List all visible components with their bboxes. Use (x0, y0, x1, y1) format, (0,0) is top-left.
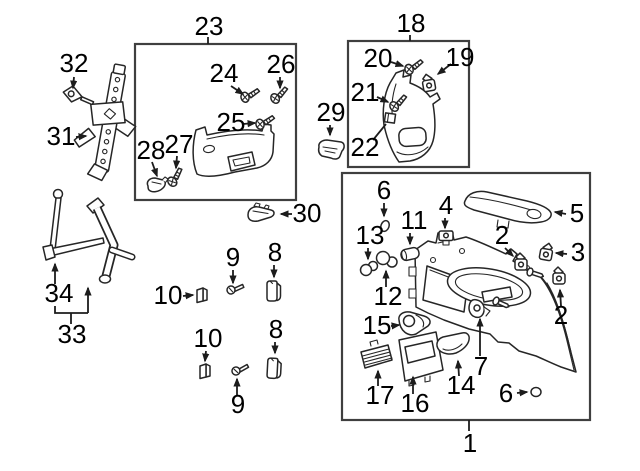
callout-6a: 6 (377, 175, 391, 205)
part-2-clip-illustration (514, 252, 528, 271)
callout-4: 4 (439, 190, 453, 220)
callout-20: 20 (364, 43, 393, 73)
arrow-2a (504, 247, 515, 258)
part-2-clip-illustration (552, 266, 566, 285)
group-box-18 (346, 39, 471, 169)
callout-5: 5 (570, 198, 584, 228)
part-10-clip-illustration (196, 287, 208, 304)
part-19-clip-illustration (420, 72, 437, 93)
callout-30: 30 (293, 198, 322, 228)
callout-3: 3 (571, 237, 585, 267)
part-15-bezel-illustration (398, 311, 431, 336)
callout-2a: 2 (495, 220, 509, 250)
part-33-extension-handle-illustration (86, 197, 136, 284)
arrow-31 (75, 133, 88, 141)
part-5-armrest-illustration (463, 190, 552, 229)
callout-25: 25 (217, 107, 246, 137)
callout-18: 18 (397, 8, 426, 38)
callout-6b: 6 (499, 378, 513, 408)
part-6-plug-illustration (530, 386, 542, 398)
part-12-grommet-illustration (375, 250, 398, 268)
callout-19: 19 (446, 42, 475, 72)
arrow-6b (516, 389, 529, 397)
part-34-jack-handle-illustration (42, 188, 105, 261)
part-24-screw-illustration (239, 87, 263, 104)
callout-10a: 10 (154, 280, 183, 310)
group-box-23 (133, 42, 298, 202)
callout-32: 32 (60, 48, 89, 78)
bracket-33 (54, 306, 88, 324)
callout-9a: 9 (226, 242, 240, 272)
part-14-lid-illustration (436, 332, 470, 355)
part-8-striker-illustration (266, 280, 282, 302)
callout-13: 13 (356, 220, 385, 250)
callout-9b: 9 (231, 389, 245, 419)
callout-34: 34 (45, 278, 74, 308)
callout-26: 26 (267, 49, 296, 79)
part-28-cap-illustration (146, 176, 169, 193)
arrow-20 (390, 60, 405, 68)
part-10-clip-illustration (199, 363, 211, 380)
callout-1: 1 (463, 428, 477, 458)
part-26-screw-illustration (268, 85, 292, 106)
callout-8a: 8 (268, 237, 282, 267)
callout-14: 14 (447, 370, 476, 400)
callout-7: 7 (474, 351, 488, 381)
callout-24: 24 (210, 58, 239, 88)
arrow-25 (242, 120, 257, 128)
group-box-1 (340, 171, 592, 422)
callout-15: 15 (363, 310, 392, 340)
arrow-10a (182, 292, 195, 300)
arrow-28 (151, 161, 158, 178)
arrow-2b (556, 288, 565, 307)
callout-33: 33 (58, 319, 87, 349)
part-32-wing-bolt-illustration (62, 85, 95, 106)
part-27-screw-illustration (165, 166, 188, 189)
arrow-19 (436, 63, 452, 75)
arrow-21 (376, 95, 390, 103)
part-11-clip-illustration (400, 246, 420, 262)
callout-17: 17 (366, 380, 395, 410)
arrow-24 (230, 85, 245, 95)
part-3-clip-illustration (538, 241, 555, 262)
callout-12: 12 (374, 281, 403, 311)
callout-10b: 10 (194, 323, 223, 353)
callout-22: 22 (351, 132, 380, 162)
part-22-clip-illustration (383, 112, 397, 124)
part-17-vent-grille-illustration (360, 339, 393, 369)
callout-28: 28 (137, 135, 166, 165)
callout-21: 21 (351, 77, 380, 107)
callout-29: 29 (317, 97, 346, 127)
arrow-15 (390, 322, 401, 330)
part-8-striker-illustration (266, 357, 283, 380)
callout-16: 16 (401, 388, 430, 418)
callout-23: 23 (195, 11, 224, 41)
part-9-screw-illustration (225, 283, 246, 296)
arrow-27 (173, 155, 181, 170)
callout-labels: 23 18 1 32 31 24 26 25 28 27 30 20 19 21… (45, 8, 586, 458)
part-9-screw-illustration (230, 363, 251, 377)
callout-2b: 2 (554, 300, 568, 330)
arrow-3 (554, 250, 568, 258)
arrow-14 (454, 359, 463, 377)
part-16-speaker-panel-illustration (398, 331, 444, 387)
part-29-bezel-illustration (317, 139, 345, 160)
callout-27: 27 (165, 129, 194, 159)
arrow-32 (70, 76, 78, 90)
callout-8b: 8 (269, 314, 283, 344)
part-7-latch-illustration (468, 298, 491, 319)
part-4-nut-illustration (438, 230, 454, 246)
part-20-screw-illustration (402, 58, 427, 77)
part-23-trim-panel-illustration (192, 123, 275, 177)
arrow-5 (553, 209, 567, 217)
leader-22 (372, 123, 387, 141)
leader-arrows (51, 35, 568, 431)
arrow-10b (202, 350, 210, 363)
part-30-bracket-illustration (247, 202, 275, 222)
callout-31: 31 (47, 121, 76, 151)
part-13-grommet-illustration (359, 260, 379, 277)
part-6-grommet-illustration (380, 219, 390, 233)
callout-11: 11 (401, 205, 428, 235)
